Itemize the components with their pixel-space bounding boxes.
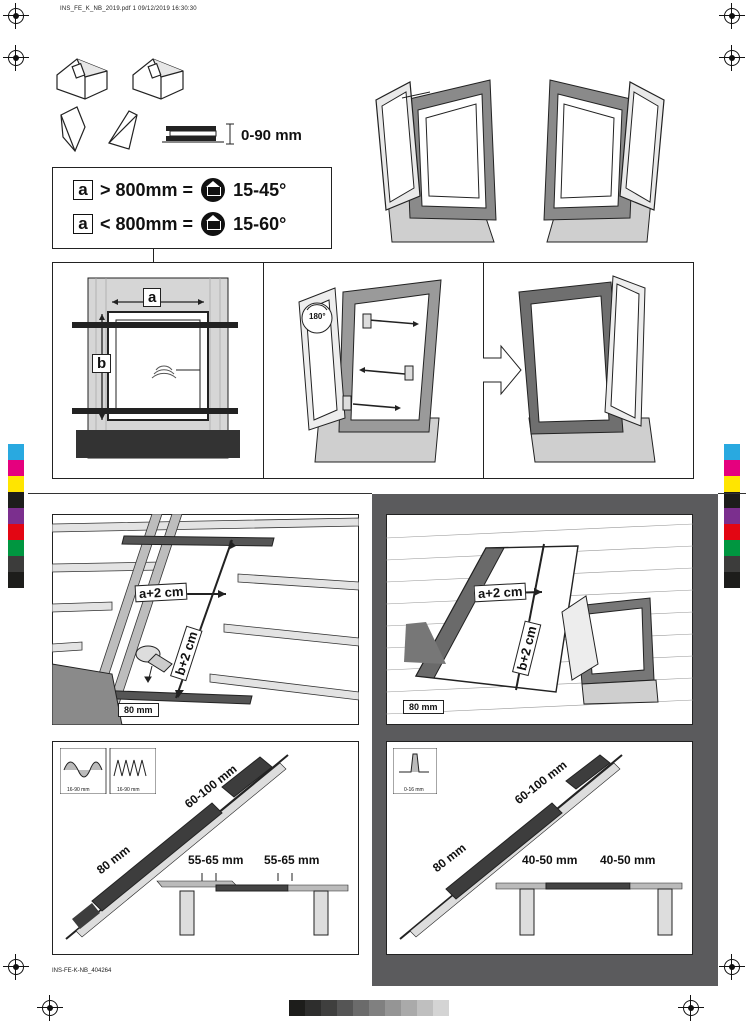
roof-gable-icon-2 <box>132 58 184 100</box>
cutout-width-label: a+2 cm <box>473 582 527 603</box>
color-swatch <box>724 524 740 540</box>
color-swatch <box>724 508 740 524</box>
gray-swatch <box>337 1000 353 1016</box>
right-span-label: 40-50 mm <box>600 853 656 867</box>
profile-range-2: 16-90 mm <box>117 787 140 793</box>
color-swatch <box>724 476 740 492</box>
roof-gable-icon-1 <box>56 58 108 100</box>
gray-swatch <box>289 1000 305 1016</box>
condition-text: > 800mm = <box>100 179 194 200</box>
file-meta: INS_FE_K_NB_2019.pdf 1 09/12/2019 16:30:… <box>60 6 197 12</box>
registration-mark-right-upper <box>719 45 745 71</box>
condition-text: < 800mm = <box>100 213 194 234</box>
rotate-frame-drawing <box>298 279 442 463</box>
document-code: INS-FE-K-NB_404264 <box>52 968 112 974</box>
roof-shape-icons <box>56 58 184 153</box>
angle-range: 15-60° <box>233 213 287 234</box>
var-label: a <box>73 180 93 200</box>
roof-angle-icon <box>201 212 226 236</box>
registration-mark-left-lower <box>3 954 29 980</box>
roof-angle-icon <box>201 178 226 202</box>
left-span-label: 40-50 mm <box>522 853 578 867</box>
roof-section-icon-2 <box>108 110 138 150</box>
color-swatch <box>8 524 24 540</box>
color-swatch <box>8 556 24 572</box>
var-label: a <box>73 214 93 234</box>
color-swatch <box>8 460 24 476</box>
registration-mark-right-lower <box>719 954 745 980</box>
roof-section-drawing-left <box>65 754 349 940</box>
window-dimensions-drawing <box>72 277 240 459</box>
section-divider <box>718 493 746 494</box>
registration-mark-bottom-left <box>37 995 63 1021</box>
color-bar-right <box>724 444 740 588</box>
color-bar-left <box>8 444 24 588</box>
color-swatch <box>724 444 740 460</box>
flat-tiles-icon <box>393 748 437 794</box>
open-window-illustration-right <box>543 79 665 243</box>
cutout-bottom-gap: 80 mm <box>403 700 444 714</box>
gray-swatch <box>305 1000 321 1016</box>
cutout-battens-drawing <box>52 514 359 725</box>
fitted-frame-drawing <box>483 275 656 463</box>
angle-rule-row: a < 800mm = 15-60° <box>73 212 286 236</box>
registration-mark-left-upper <box>3 45 29 71</box>
color-swatch <box>724 556 740 572</box>
gray-swatch <box>417 1000 433 1016</box>
color-swatch <box>8 572 24 588</box>
angle-rules-box: a > 800mm = 15-45° a < 800mm = 15-60° <box>52 167 332 249</box>
gray-swatch <box>401 1000 417 1016</box>
profiled-tiles-icon <box>60 748 156 794</box>
registration-mark-bottom-right <box>678 995 704 1021</box>
gray-swatch <box>385 1000 401 1016</box>
gray-swatch <box>353 1000 369 1016</box>
width-label-a: a <box>143 288 162 307</box>
gray-swatch <box>321 1000 337 1016</box>
angle-range: 15-45° <box>233 179 287 200</box>
profile-range-flat: 0-16 mm <box>404 787 424 793</box>
color-swatch <box>8 444 24 460</box>
rotation-label: 180° <box>309 312 326 321</box>
gray-swatch <box>369 1000 385 1016</box>
section-divider <box>28 493 372 494</box>
left-span-label: 55-65 mm <box>188 853 244 867</box>
color-swatch <box>724 540 740 556</box>
thickness-range: 0-90 mm <box>241 127 302 144</box>
color-swatch <box>8 508 24 524</box>
color-swatch <box>8 492 24 508</box>
roof-section-drawing-right <box>399 754 683 940</box>
color-swatch <box>8 540 24 556</box>
roof-section-icon-1 <box>60 106 86 153</box>
gray-swatch <box>433 1000 449 1016</box>
cutout-bottom-gap: 80 mm <box>118 703 159 717</box>
gray-scale-strip <box>289 1000 449 1016</box>
profile-range-1: 16-90 mm <box>67 787 90 793</box>
cutout-boards-drawing <box>386 523 693 715</box>
open-window-illustration-left <box>375 79 497 243</box>
registration-mark-top-right <box>719 3 745 29</box>
color-swatch <box>724 492 740 508</box>
right-span-label: 55-65 mm <box>264 853 320 867</box>
angle-rule-row: a > 800mm = 15-45° <box>73 178 286 202</box>
color-swatch <box>8 476 24 492</box>
cutout-width-label: a+2 cm <box>134 582 188 603</box>
thickness-icon <box>162 123 234 145</box>
height-label-b: b <box>92 354 112 373</box>
registration-mark-top-left <box>3 3 29 29</box>
color-swatch <box>724 460 740 476</box>
color-swatch <box>724 572 740 588</box>
